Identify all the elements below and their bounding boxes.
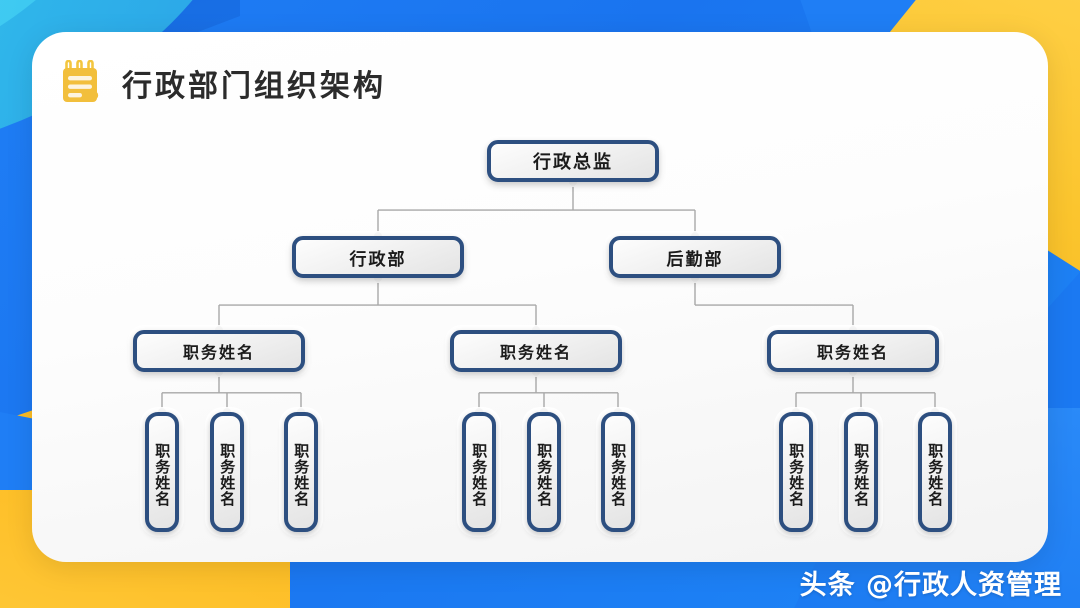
org-node-label: 职务姓名 [153, 443, 172, 507]
org-node-label: 职务姓名 [852, 443, 871, 507]
org-node-n4b3[interactable]: 职务姓名 [601, 412, 635, 532]
org-node-label: 行政部 [349, 249, 407, 270]
org-node-label: 职务姓名 [535, 443, 554, 507]
org-node-n1[interactable]: 行政总监 [487, 140, 659, 182]
org-node-n4c2[interactable]: 职务姓名 [844, 412, 878, 532]
org-node-label: 职务姓名 [816, 343, 889, 362]
org-node-label: 职务姓名 [609, 443, 628, 507]
org-node-label: 职务姓名 [926, 443, 945, 507]
org-node-n4a2[interactable]: 职务姓名 [210, 412, 244, 532]
org-node-n3a[interactable]: 职务姓名 [133, 330, 305, 372]
org-node-label: 职务姓名 [218, 443, 237, 507]
page-title: 行政部门组织架构 [122, 69, 386, 104]
org-node-n4c3[interactable]: 职务姓名 [918, 412, 952, 532]
org-node-n4b1[interactable]: 职务姓名 [462, 412, 496, 532]
org-node-n4a3[interactable]: 职务姓名 [284, 412, 318, 532]
org-node-n4b2[interactable]: 职务姓名 [527, 412, 561, 532]
org-node-label: 后勤部 [666, 249, 724, 270]
org-node-label: 职务姓名 [470, 443, 489, 507]
org-node-n2a[interactable]: 行政部 [292, 236, 464, 278]
org-node-n3b[interactable]: 职务姓名 [450, 330, 622, 372]
notepad-icon [60, 60, 100, 106]
org-node-label: 职务姓名 [499, 343, 572, 362]
org-node-n3c[interactable]: 职务姓名 [767, 330, 939, 372]
content-card: 行政部门组织架构 行政总监行政部后勤部职务姓名职务姓名职务姓名职务姓名职务姓名职… [32, 32, 1048, 562]
org-node-n2b[interactable]: 后勤部 [609, 236, 781, 278]
org-node-label: 职务姓名 [292, 443, 311, 507]
title-row: 行政部门组织架构 [60, 60, 386, 106]
org-node-n4a1[interactable]: 职务姓名 [145, 412, 179, 532]
org-node-label: 行政总监 [533, 152, 613, 173]
org-node-n4c1[interactable]: 职务姓名 [779, 412, 813, 532]
watermark: 头条 @行政人资管理 [799, 570, 1062, 601]
org-chart: 行政总监行政部后勤部职务姓名职务姓名职务姓名职务姓名职务姓名职务姓名职务姓名职务… [32, 32, 1048, 562]
org-node-label: 职务姓名 [182, 343, 255, 362]
org-node-label: 职务姓名 [787, 443, 806, 507]
